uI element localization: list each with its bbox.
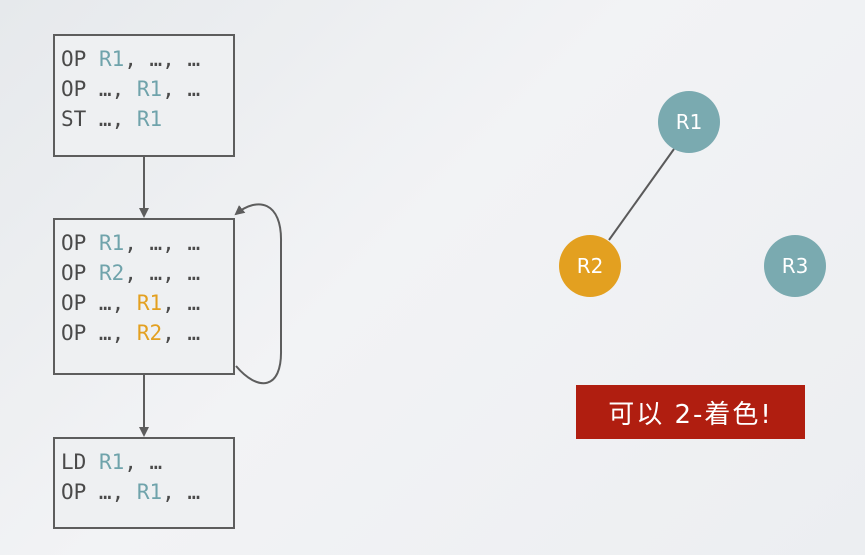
code-text: OP [61, 231, 99, 255]
code-text: OP …, [61, 321, 137, 345]
register-r1: R1 [98, 47, 125, 71]
code-text: , …, … [124, 231, 201, 255]
register-r1: R1 [98, 450, 125, 474]
code-line: OP R2, …, … [61, 258, 233, 288]
code-text: OP …, [61, 480, 137, 504]
code-text: OP [61, 261, 99, 285]
code-text: , … [162, 321, 201, 345]
register-r1: R1 [136, 291, 163, 315]
register-r1: R1 [98, 231, 125, 255]
basic-block-1: OP R1, …, …OP …, R1, …ST …, R1 [53, 34, 235, 157]
code-line: OP R1, …, … [61, 228, 233, 258]
register-r1: R1 [136, 107, 163, 131]
register-r2: R2 [98, 261, 125, 285]
code-line: OP …, R1, … [61, 477, 233, 507]
register-r1: R1 [136, 480, 163, 504]
basic-block-2: OP R1, …, …OP R2, …, …OP …, R1, …OP …, R… [53, 218, 235, 375]
register-r2: R2 [136, 321, 163, 345]
code-text: ST …, [61, 107, 137, 131]
code-line: OP …, R1, … [61, 74, 233, 104]
register-r1: R1 [136, 77, 163, 101]
code-text: LD [61, 450, 99, 474]
two-colorable-banner: 可以 2-着色! [576, 385, 805, 439]
code-line: ST …, R1 [61, 104, 233, 134]
basic-block-3: LD R1, …OP …, R1, … [53, 437, 235, 529]
loop-arrow-block2 [234, 203, 283, 385]
code-line: OP …, R2, … [61, 318, 233, 348]
code-text: OP [61, 47, 99, 71]
node-R1: R1 [658, 91, 720, 153]
node-R2: R2 [559, 235, 621, 297]
code-line: LD R1, … [61, 447, 233, 477]
code-text: OP …, [61, 291, 137, 315]
code-text: , …, … [124, 47, 201, 71]
code-text: , … [162, 291, 201, 315]
code-text: , … [162, 480, 201, 504]
code-text: OP …, [61, 77, 137, 101]
node-R3: R3 [764, 235, 826, 297]
code-line: OP R1, …, … [61, 44, 233, 74]
code-text: , …, … [124, 261, 201, 285]
code-text: , … [124, 450, 163, 474]
code-line: OP …, R1, … [61, 288, 233, 318]
edge-R1-R2 [608, 148, 675, 241]
code-text: , … [162, 77, 201, 101]
